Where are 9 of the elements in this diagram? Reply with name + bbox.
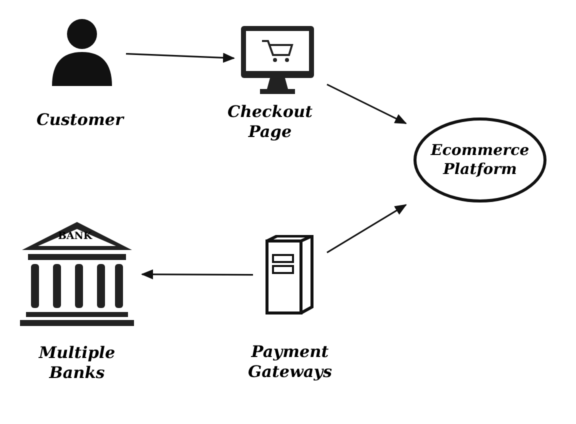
node-label: Checkout Page (226, 102, 314, 142)
node-label: Ecommerce Platform (430, 141, 530, 179)
node-label: Payment Gateways (246, 342, 334, 382)
arrow (141, 269, 253, 280)
arrow (326, 84, 407, 124)
node-label: Customer (36, 110, 126, 130)
node-label: Multiple Banks (38, 343, 116, 383)
arrow (126, 52, 235, 63)
arrow (326, 204, 407, 254)
